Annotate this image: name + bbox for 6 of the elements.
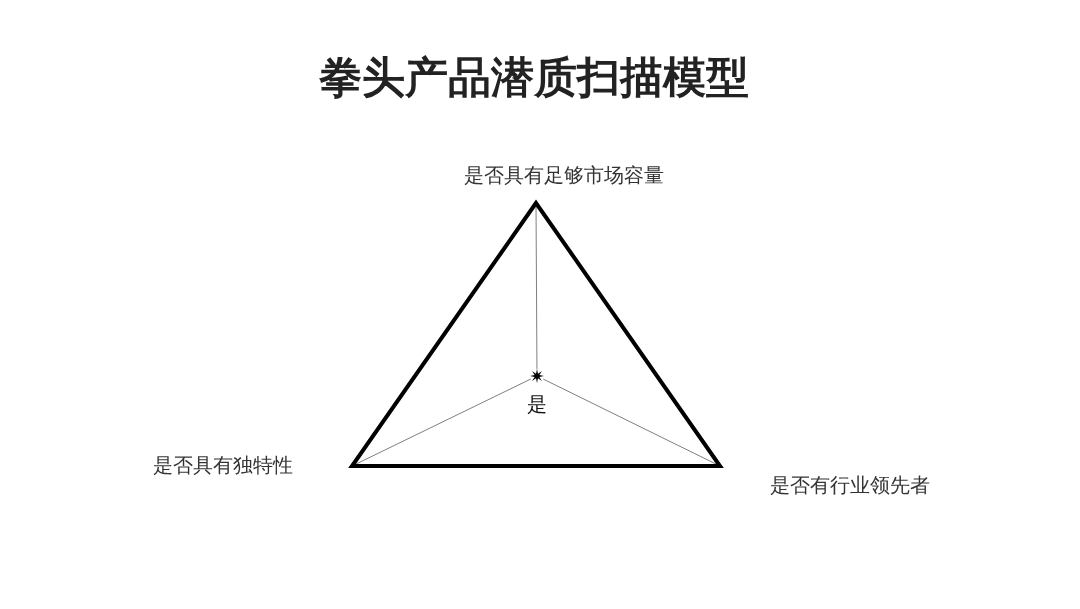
corner-label: 是否具有足够市场容量 (464, 163, 664, 187)
diagram-title: 拳头产品潜质扫描模型 (319, 53, 749, 103)
center-label: 是 (527, 392, 547, 416)
corner-label: 是否具有独特性 (153, 453, 293, 477)
corner-label: 是否有行业领先者 (770, 473, 930, 497)
starburst-icon (530, 369, 544, 383)
